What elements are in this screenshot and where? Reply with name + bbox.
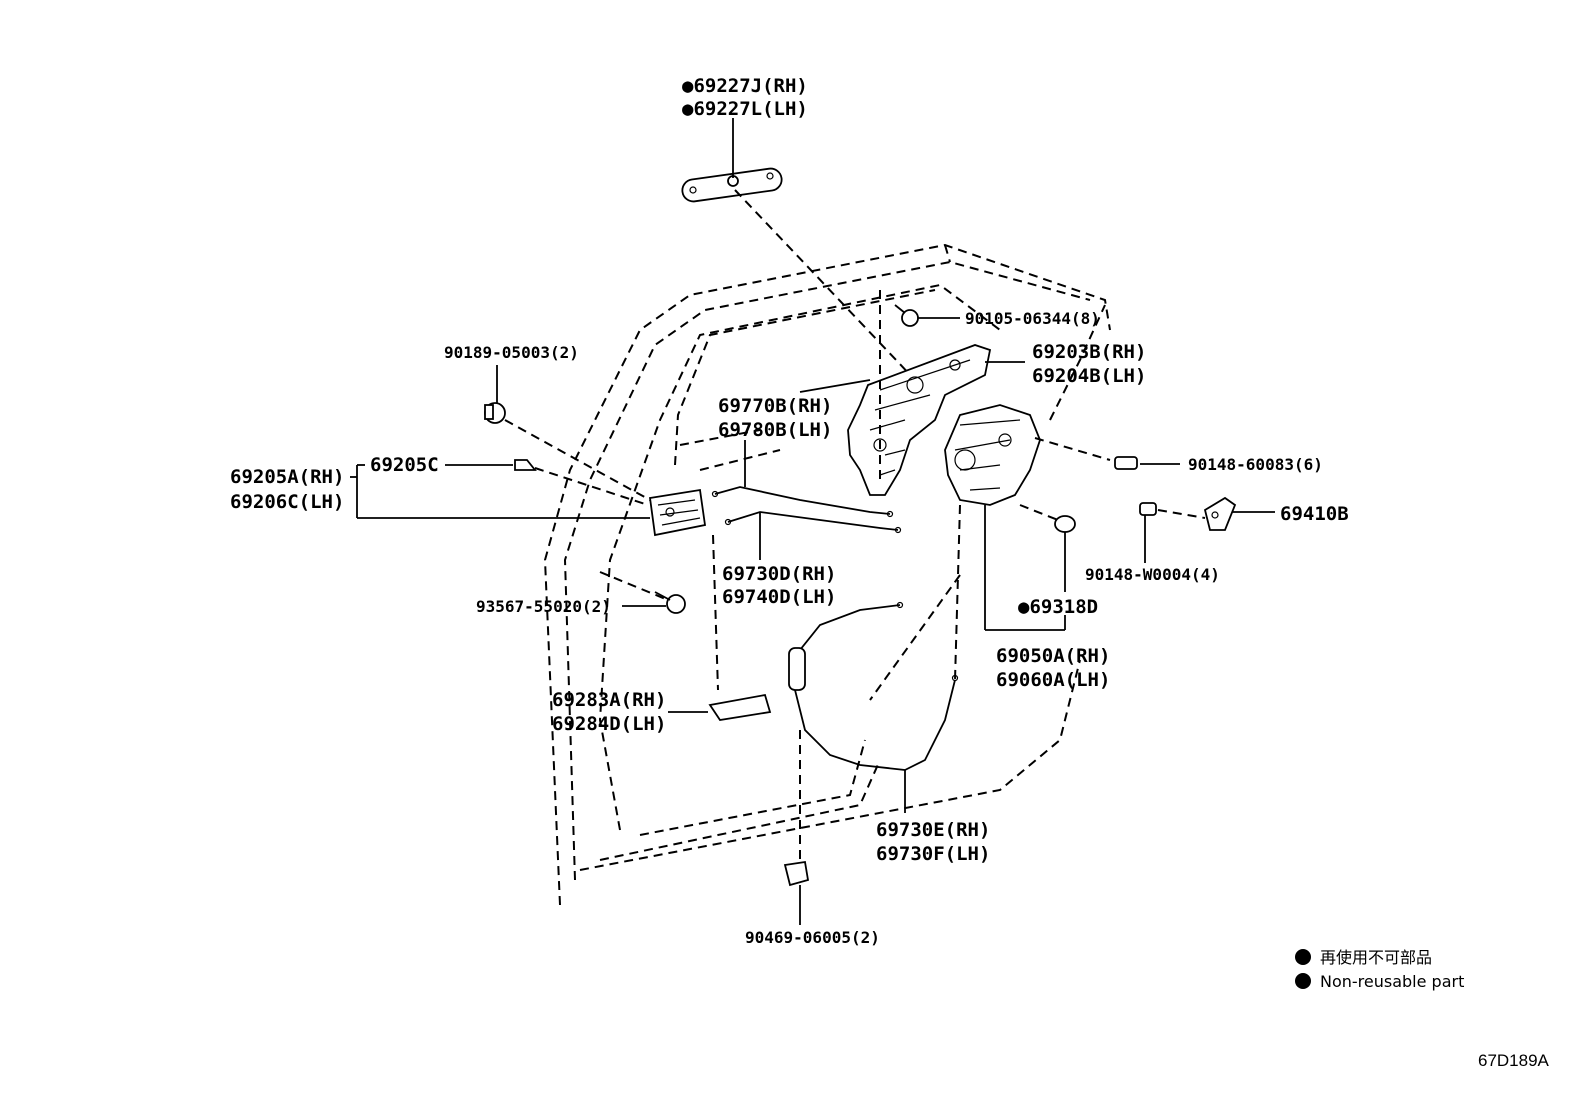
handle-cover (668, 534, 772, 721)
inside-handle (350, 459, 707, 537)
door-lock-assembly (944, 404, 1111, 631)
label-93567: 93567-55020(2) (476, 597, 611, 616)
striker-69410b (1139, 496, 1275, 563)
label-69204b-lh: 69204B(LH) (1032, 365, 1146, 387)
label-69780b-lh: 69780B(LH) (718, 419, 832, 441)
outside-handle-frame (847, 290, 1025, 496)
figure-code: 67D189A (1478, 1051, 1550, 1070)
label-69770b-rh: 69770B(RH) (718, 395, 832, 417)
label-69740d-lh: 69740D(LH) (722, 586, 836, 608)
legend-en: Non-reusable part (1320, 972, 1464, 991)
legend-jp: 再使用不可部品 (1320, 948, 1432, 967)
label-69205c: 69205C (370, 454, 439, 476)
label-69284d-lh: 69284D(LH) (552, 713, 666, 735)
screw-90105 (894, 304, 960, 327)
label-90148-w0004: 90148-W0004(4) (1085, 565, 1220, 584)
label-69730e-rh: 69730E(RH) (876, 819, 990, 841)
label-69227l-lh: ●69227L(LH) (682, 98, 808, 120)
label-69227j-rh: ●69227J(RH) (682, 75, 808, 97)
label-69206c-lh: 69206C(LH) (230, 491, 344, 513)
non-reusable-bullet-icon (1295, 973, 1311, 989)
legend: 再使用不可部品 Non-reusable part (1295, 948, 1464, 991)
label-69410b: 69410B (1280, 503, 1349, 525)
label-69060a-lh: 69060A(LH) (996, 669, 1110, 691)
inside-handle-cables (711, 440, 902, 560)
label-90105: 90105-06344(8) (965, 309, 1100, 328)
bolt-90148-60083 (1114, 456, 1180, 470)
label-90189: 90189-05003(2) (444, 343, 579, 362)
label-90469: 90469-06005(2) (745, 928, 880, 947)
clip-90469 (783, 730, 810, 925)
part-labels: ●69227J(RH) ●69227L(LH) 90105-06344(8) 6… (230, 75, 1349, 947)
non-reusable-bullet-icon (1295, 949, 1311, 965)
outside-handle-cable (788, 504, 961, 813)
label-69205a-rh: 69205A(RH) (230, 466, 344, 488)
leader-69770b (799, 379, 871, 393)
screw-93567 (599, 571, 686, 614)
label-69050a-rh: 69050A(RH) (996, 645, 1110, 667)
clip-90189 (484, 365, 651, 501)
reinforcement-plate (681, 118, 916, 381)
label-69730d-rh: 69730D(RH) (722, 563, 836, 585)
door-outline (543, 243, 1111, 906)
label-69283a-rh: 69283A(RH) (552, 689, 666, 711)
label-90148-60083: 90148-60083(6) (1188, 455, 1323, 474)
label-69730f-lh: 69730F(LH) (876, 843, 990, 865)
label-69318d: ●69318D (1018, 596, 1098, 618)
label-69203b-rh: 69203B(RH) (1032, 341, 1146, 363)
grommet-69318d (1054, 515, 1076, 592)
